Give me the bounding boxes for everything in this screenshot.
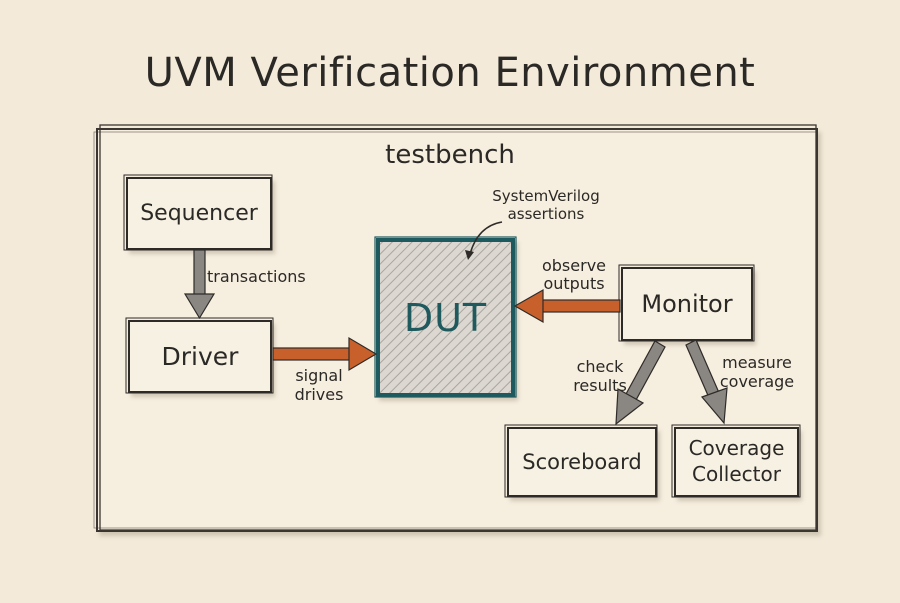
coverage-label-line2: Collector xyxy=(692,462,781,486)
assertions-callout-tip xyxy=(465,250,474,260)
monitor-label: Monitor xyxy=(641,290,733,318)
arrow-monitor-to-dut xyxy=(513,288,621,324)
check-results-line1: check xyxy=(576,357,624,376)
monitor-box xyxy=(618,264,755,342)
arrow-sequencer-to-driver xyxy=(183,249,216,320)
assertions-callout-line xyxy=(469,221,503,255)
testbench-label: testbench xyxy=(385,140,515,170)
scoreboard-label: Scoreboard xyxy=(522,450,642,474)
arrow-driver-to-dut xyxy=(272,336,378,372)
sequencer-box xyxy=(123,174,273,251)
driver-box xyxy=(125,317,274,394)
scoreboard-box xyxy=(504,424,658,498)
coverage-label-line1: Coverage xyxy=(688,436,785,460)
observe-outputs-line2: outputs xyxy=(543,274,605,293)
arrow-monitor-to-scoreboard xyxy=(615,340,666,426)
sequencer-label: Sequencer xyxy=(140,200,258,226)
check-results-line2: results xyxy=(573,376,627,395)
signal-drives-line1: signal xyxy=(295,366,343,385)
driver-label: Driver xyxy=(161,341,239,371)
measure-coverage-line2: coverage xyxy=(719,372,795,391)
observe-outputs-line1: observe xyxy=(541,256,606,275)
assertions-annotation-line1: SystemVerilog xyxy=(492,187,600,205)
dut-box xyxy=(374,236,517,398)
assertions-annotation-line2: assertions xyxy=(507,205,585,223)
coverage-collector-box xyxy=(671,424,801,498)
diagram-title: UVM Verification Environment xyxy=(144,50,756,96)
arrow-monitor-to-coverage xyxy=(685,339,728,425)
dut-label: DUT xyxy=(403,295,488,340)
measure-coverage-line1: measure xyxy=(722,353,792,372)
signal-drives-line2: drives xyxy=(294,385,344,404)
transactions-label: transactions xyxy=(207,267,306,286)
